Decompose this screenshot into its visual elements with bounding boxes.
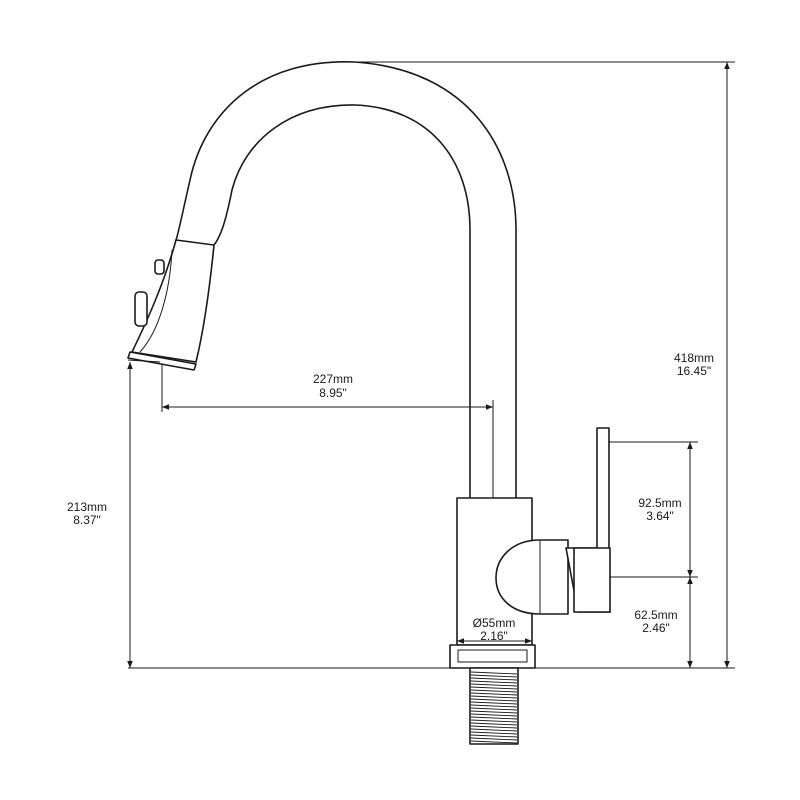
thread-line <box>470 677 518 681</box>
thread-line <box>470 707 518 711</box>
thread-line <box>470 725 518 729</box>
handle-block <box>573 547 611 613</box>
handle-base-imperial: 2.46" <box>642 621 670 635</box>
base-diameter-metric: Ø55mm <box>473 616 516 630</box>
base-diameter-imperial: 2.16" <box>480 629 508 643</box>
thread-line <box>470 689 518 693</box>
thread-line <box>470 734 518 738</box>
total-height-metric: 418mm <box>674 351 714 365</box>
thread-line <box>470 728 518 732</box>
thread-line <box>470 701 518 705</box>
spray-head <box>131 239 215 363</box>
faucet-outline <box>127 61 611 745</box>
thread-line <box>470 713 518 717</box>
spray-nozzle <box>127 351 197 371</box>
spout-reach-imperial: 8.95" <box>319 386 347 400</box>
dimension-lines <box>127 61 735 669</box>
spray-button-top <box>154 259 165 275</box>
handle-height-metric: 92.5mm <box>638 496 681 510</box>
thread-line <box>470 695 518 699</box>
spout-height-imperial: 8.37" <box>73 513 101 527</box>
base-ring <box>449 644 536 669</box>
base-ring-inner <box>457 649 528 663</box>
gooseneck-inner <box>213 104 471 499</box>
total-height-imperial: 16.45" <box>677 364 711 378</box>
thread-line <box>470 683 518 687</box>
gooseneck-outer <box>175 61 517 499</box>
thread-line <box>470 692 518 696</box>
thread-line <box>470 704 518 708</box>
thread-line <box>470 722 518 726</box>
thread-line <box>470 737 518 741</box>
thread-line <box>470 686 518 690</box>
thread-line <box>470 671 518 675</box>
dimension-labels: 418mm 16.45" 213mm 8.37" 227mm 8.95" 92.… <box>67 351 714 643</box>
thread-line <box>470 680 518 684</box>
shank-threads <box>470 671 518 744</box>
thread-line <box>470 698 518 702</box>
spray-head-seam <box>139 249 173 353</box>
spout-height-metric: 213mm <box>67 500 107 514</box>
handle-height-imperial: 3.64" <box>646 509 674 523</box>
thread-line <box>470 716 518 720</box>
thread-line <box>470 710 518 714</box>
thread-line <box>470 674 518 678</box>
handle-cap <box>495 539 569 615</box>
handle-lever <box>596 427 610 551</box>
thread-line <box>470 719 518 723</box>
spray-button-bottom <box>134 291 148 327</box>
thread-line <box>470 731 518 735</box>
thread-line <box>470 740 518 744</box>
spout-reach-metric: 227mm <box>313 372 353 386</box>
handle-base-metric: 62.5mm <box>634 608 677 622</box>
spout-height-extension <box>127 359 161 363</box>
